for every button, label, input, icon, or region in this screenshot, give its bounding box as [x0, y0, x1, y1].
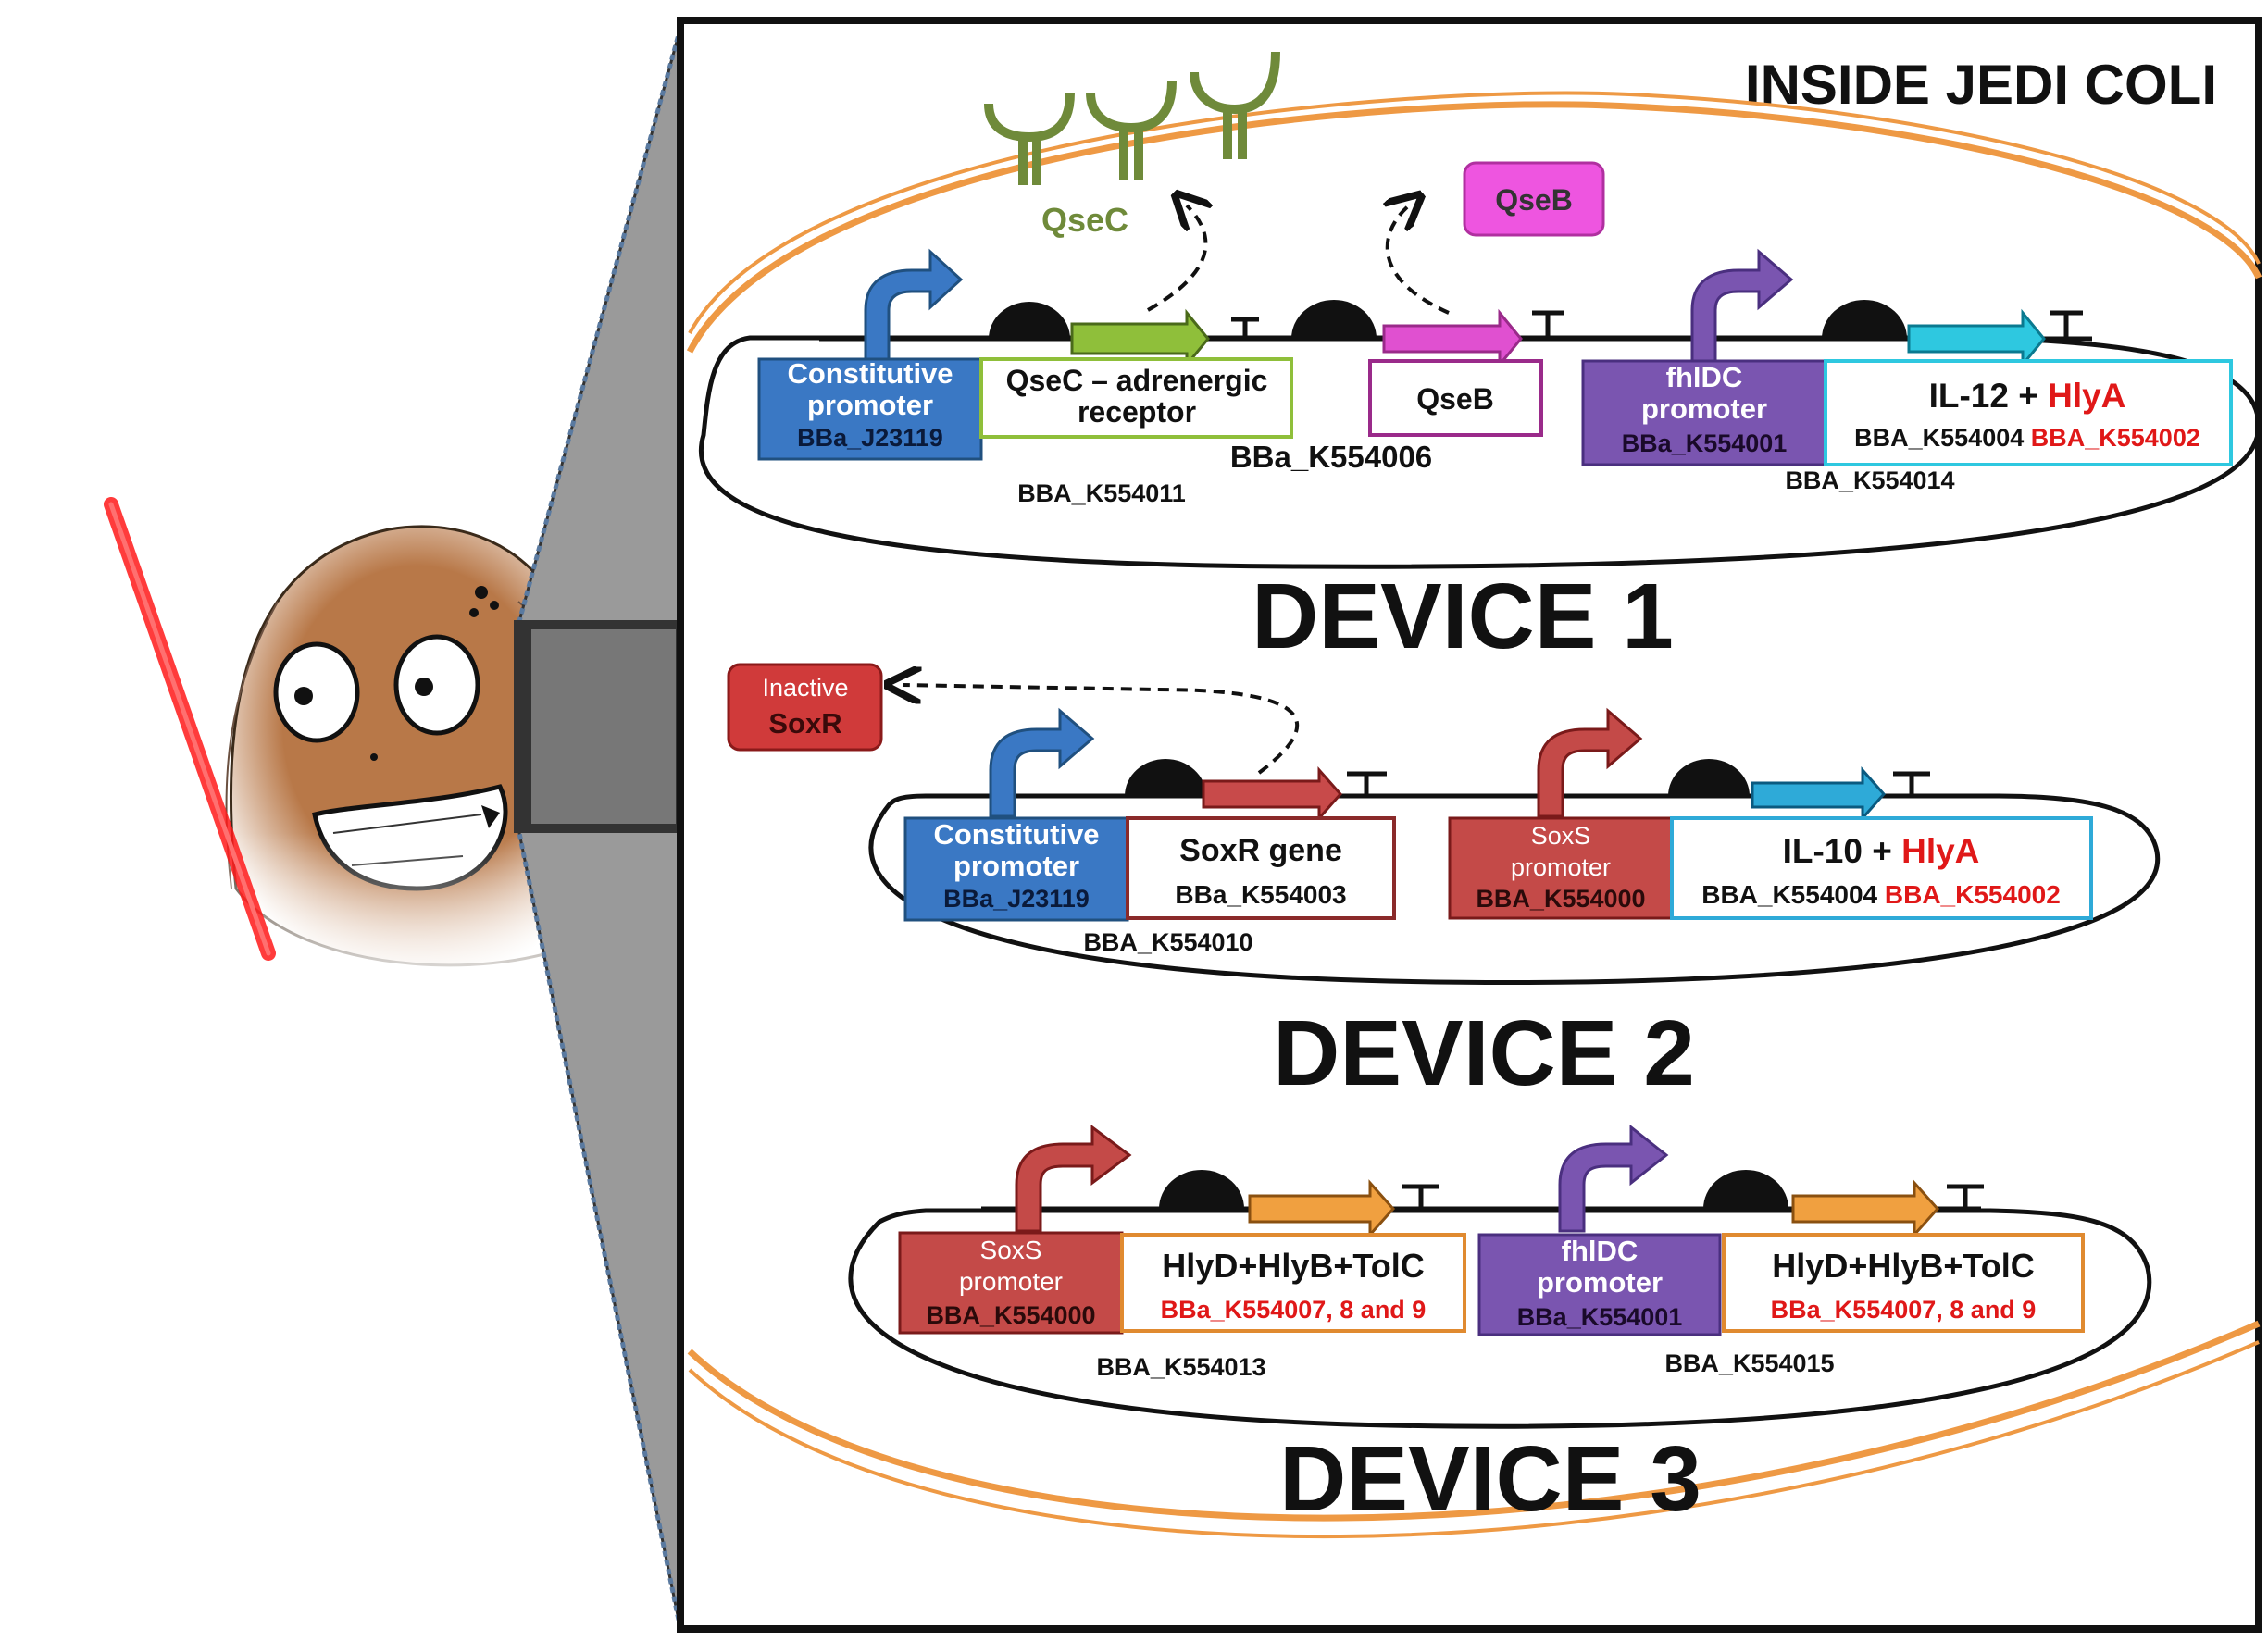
promoter-arrow-icon [989, 707, 1095, 818]
gene-label: HlyD+HlyB+TolC [1772, 1247, 2034, 1285]
promoter-box [757, 357, 983, 461]
gene-label: receptor [1078, 395, 1196, 429]
promoter-code: BBa_K554001 [1622, 429, 1788, 457]
lightsaber-icon [104, 497, 276, 961]
promoter-label: promoter [1511, 853, 1611, 881]
dashed-arrow [1388, 205, 1450, 315]
gene-arrow [1907, 308, 2046, 369]
device-code: BBA_K554011 [1017, 479, 1186, 507]
promoter-box [1448, 816, 1674, 920]
terminator-icon [1893, 771, 1930, 796]
promoter-label: fhlDC [1666, 361, 1743, 393]
gene-arrow [1070, 308, 1210, 369]
device-label: DEVICE 1 [1252, 565, 1674, 668]
device-code: BBA_K554013 [1096, 1353, 1265, 1381]
dashed-arrow [903, 685, 1299, 775]
terminator-icon [1532, 310, 1564, 339]
inactive-label: Inactive [762, 674, 848, 702]
zoom-funnel [514, 27, 685, 1630]
promoter-arrow-icon [1558, 1124, 1669, 1233]
gene-box [1120, 1233, 1466, 1333]
gene-code: BBa_K554007, 8 and 9 [1161, 1296, 1427, 1324]
terminator-icon [1231, 317, 1259, 339]
promoter-code: BBA_K554000 [1476, 885, 1645, 913]
promoter-code: BBa_J23119 [797, 424, 943, 452]
gene-box [1126, 816, 1396, 920]
receptor-icon [984, 51, 1280, 185]
gene-arrow [1791, 1179, 1940, 1238]
dashed-arrow [1147, 205, 1205, 312]
rbs-icon [1703, 1170, 1788, 1209]
gene-box [1670, 816, 2093, 920]
panel-title: INSIDE JEDI COLI [1745, 54, 2217, 116]
promoter-label: promoter [953, 850, 1079, 882]
device-code: BBA_K554014 [1785, 466, 1954, 494]
qsec-protein-label: QseC [1041, 201, 1128, 239]
rbs-icon [1125, 759, 1206, 796]
promoter-label: fhlDC [1562, 1235, 1639, 1267]
device-label: DEVICE 3 [1279, 1427, 1701, 1531]
rbs-icon [1159, 1170, 1244, 1209]
gene-code: BBA_K554004 BBA_K554002 [1701, 880, 2061, 909]
cell-membrane [686, 91, 2262, 1539]
promoter-label: promoter [959, 1267, 1063, 1296]
gene-label: QseB [1416, 382, 1494, 416]
promoter-arrow-icon [864, 248, 964, 363]
promoter-label: promoter [1641, 392, 1767, 425]
promoter-code: BBA_K554000 [926, 1301, 1095, 1329]
promoter-label: promoter [1537, 1266, 1663, 1299]
plasmid-3 [848, 1208, 2152, 1429]
inactive-label: SoxR [768, 707, 841, 740]
gene-box [1722, 1233, 2085, 1333]
gene-arrow [1202, 766, 1343, 822]
device-label: DEVICE 2 [1273, 1001, 1695, 1105]
promoter-label: promoter [807, 389, 933, 421]
gene-arrow [1248, 1179, 1396, 1238]
rbs-icon [1668, 759, 1750, 796]
promoter-arrow-icon [1537, 707, 1643, 818]
device-1: QseC QseB Constitutive promoter BBa_J231… [699, 51, 2262, 668]
promoter-label: SoxS [1531, 822, 1591, 850]
gene-arrow [1382, 308, 1523, 369]
gene-label: IL-10 + HlyA [1783, 832, 1980, 870]
device-code: BBA_K554010 [1083, 928, 1252, 956]
promoter-code: BBa_K554001 [1517, 1303, 1683, 1331]
qseb-protein-label: QseB [1495, 183, 1573, 217]
gene-label: IL-12 + HlyA [1929, 377, 2126, 415]
inactive-soxr [727, 663, 883, 752]
promoter-arrow-icon [1690, 248, 1794, 363]
terminator-icon [1347, 771, 1387, 796]
promoter-label: SoxS [980, 1236, 1042, 1264]
qseb-protein [1463, 161, 1605, 237]
rbs-icon [1822, 300, 1907, 339]
promoter-label: Constitutive [933, 818, 1099, 851]
device-2: Inactive SoxR Constitutive promoter BBa_… [727, 663, 2161, 1105]
gene-box [1824, 359, 2233, 466]
device-3: SoxS promoter BBA_K554000 HlyD+HlyB+TolC… [848, 1124, 2152, 1531]
promoter-code: BBa_J23119 [943, 885, 1090, 913]
gene-code: BBa_K554007, 8 and 9 [1771, 1296, 2037, 1324]
gene-label: SoxR gene [1179, 833, 1342, 868]
terminator-icon [1402, 1184, 1439, 1209]
gene-code: BBa_K554003 [1175, 880, 1346, 909]
rbs-icon [989, 302, 1070, 339]
device-code: BBA_K554015 [1664, 1349, 1834, 1377]
gene-code: BBA_K554004 BBA_K554002 [1854, 424, 2200, 452]
promoter-box [1477, 1233, 1722, 1336]
gene-label: QseC – adrenergic [1006, 364, 1268, 397]
rbs-icon [1291, 300, 1377, 339]
gene-box [1368, 359, 1543, 437]
terminator-icon [2050, 310, 2083, 339]
gene-arrow [1751, 766, 1887, 822]
part-code: BBa_K554006 [1230, 440, 1432, 474]
terminator-icon [1947, 1184, 1984, 1209]
gene-box [979, 357, 1293, 439]
gene-label: HlyD+HlyB+TolC [1162, 1247, 1424, 1285]
promoter-label: Constitutive [787, 357, 953, 390]
promoter-arrow-icon [1015, 1125, 1132, 1233]
plasmid-2 [868, 793, 2161, 985]
